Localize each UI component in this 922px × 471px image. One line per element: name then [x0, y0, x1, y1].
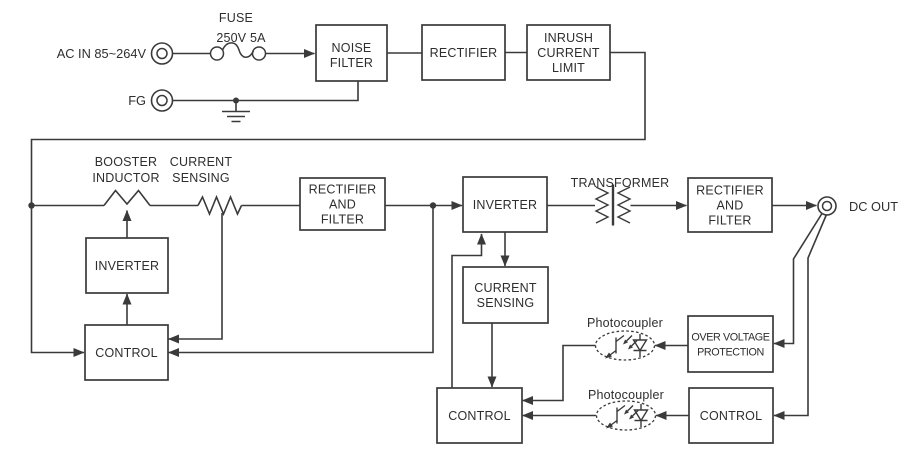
current-sensing-resistor-icon	[197, 194, 243, 217]
block-noise-filter: NOISE FILTER	[315, 24, 388, 82]
svg-text:SENSING: SENSING	[477, 296, 535, 310]
fuse-icon	[209, 42, 267, 61]
photocoupler-upper-label: Photocoupler	[587, 316, 663, 330]
svg-text:AND: AND	[717, 199, 744, 213]
block-rectifier-and-filter-output: RECTIFIER AND FILTER	[687, 177, 773, 233]
svg-text:FILTER: FILTER	[321, 213, 364, 227]
wire-bus-tap-to-control-main-left	[168, 205, 434, 357]
photocoupler-upper-icon	[594, 330, 656, 361]
svg-text:RECTIFIER: RECTIFIER	[696, 184, 764, 198]
junction-dot-bus-mid	[429, 202, 437, 209]
block-inverter-booster: INVERTER	[85, 237, 169, 294]
svg-text:CONTROL: CONTROL	[95, 346, 158, 360]
svg-text:INVERTER: INVERTER	[473, 198, 538, 212]
svg-text:NOISE: NOISE	[332, 41, 372, 55]
svg-text:INRUSH: INRUSH	[544, 31, 593, 45]
svg-text:RECTIFIER: RECTIFIER	[430, 46, 498, 60]
wire-fg-to-noise-filter	[172, 81, 359, 102]
block-rectifier-input: RECTIFIER	[421, 24, 506, 81]
svg-text:CURRENT: CURRENT	[537, 46, 600, 60]
current-sensing-label-line1: CURRENT	[170, 155, 233, 169]
ac-in-terminal-icon	[150, 42, 174, 65]
transformer-label: TRANSFORMER	[571, 176, 670, 190]
photocoupler-lower-icon	[595, 400, 657, 431]
ac-in-label: AC IN 85~264V	[57, 46, 147, 61]
junction-dot-fg-ground	[233, 97, 239, 104]
svg-text:CURRENT: CURRENT	[474, 281, 537, 295]
fg-label: FG	[128, 93, 146, 108]
svg-text:INVERTER: INVERTER	[95, 259, 160, 273]
block-control-main: CONTROL	[436, 387, 523, 444]
block-control-output: CONTROL	[688, 387, 774, 444]
dc-out-label: DC OUT	[849, 199, 898, 214]
svg-text:CONTROL: CONTROL	[700, 409, 763, 423]
wire-inrush-to-bus-and-control	[30, 51, 646, 357]
block-control-booster: CONTROL	[84, 324, 169, 381]
fuse-label: FUSE	[219, 11, 253, 25]
wire-sense-tap-to-control-booster	[168, 213, 223, 344]
booster-inductor-label-line1: BOOSTER	[95, 155, 158, 169]
booster-inductor-icon	[103, 189, 151, 206]
svg-text:LIMIT: LIMIT	[552, 61, 585, 75]
svg-text:CONTROL: CONTROL	[448, 409, 511, 423]
svg-text:FILTER: FILTER	[708, 214, 751, 228]
wire-dcout-to-ovp	[773, 213, 823, 348]
wire-dcout-to-control-output	[773, 214, 828, 420]
svg-text:OVER VOLTAGE: OVER VOLTAGE	[691, 332, 769, 344]
wire-photocoupler-upper-to-control-main	[522, 344, 596, 405]
svg-text:RECTIFIER: RECTIFIER	[309, 183, 377, 197]
current-sensing-label-line2: SENSING	[172, 171, 230, 185]
svg-text:AND: AND	[329, 198, 356, 212]
fg-terminal-icon	[150, 89, 174, 112]
dc-out-terminal-icon	[817, 196, 837, 216]
block-current-sensing-secondary: CURRENT SENSING	[462, 266, 549, 324]
block-inrush-current-limit: INRUSH CURRENT LIMIT	[526, 24, 611, 81]
block-inverter-main: INVERTER	[462, 176, 548, 233]
svg-text:PROTECTION: PROTECTION	[697, 347, 764, 359]
fuse-rating-label: 250V 5A	[216, 31, 266, 45]
block-rectifier-and-filter-primary: RECTIFIER AND FILTER	[299, 177, 386, 231]
booster-inductor-label-line2: INDUCTOR	[92, 171, 159, 185]
block-over-voltage-protection: OVER VOLTAGE PROTECTION	[687, 315, 774, 373]
junction-dot-bus-left	[28, 202, 35, 209]
transformer-icon	[594, 184, 632, 226]
photocoupler-lower-label: Photocoupler	[588, 388, 664, 402]
ground-icon	[222, 110, 250, 123]
wire-control-main-to-inverter	[451, 233, 486, 388]
svg-text:FILTER: FILTER	[330, 56, 373, 70]
